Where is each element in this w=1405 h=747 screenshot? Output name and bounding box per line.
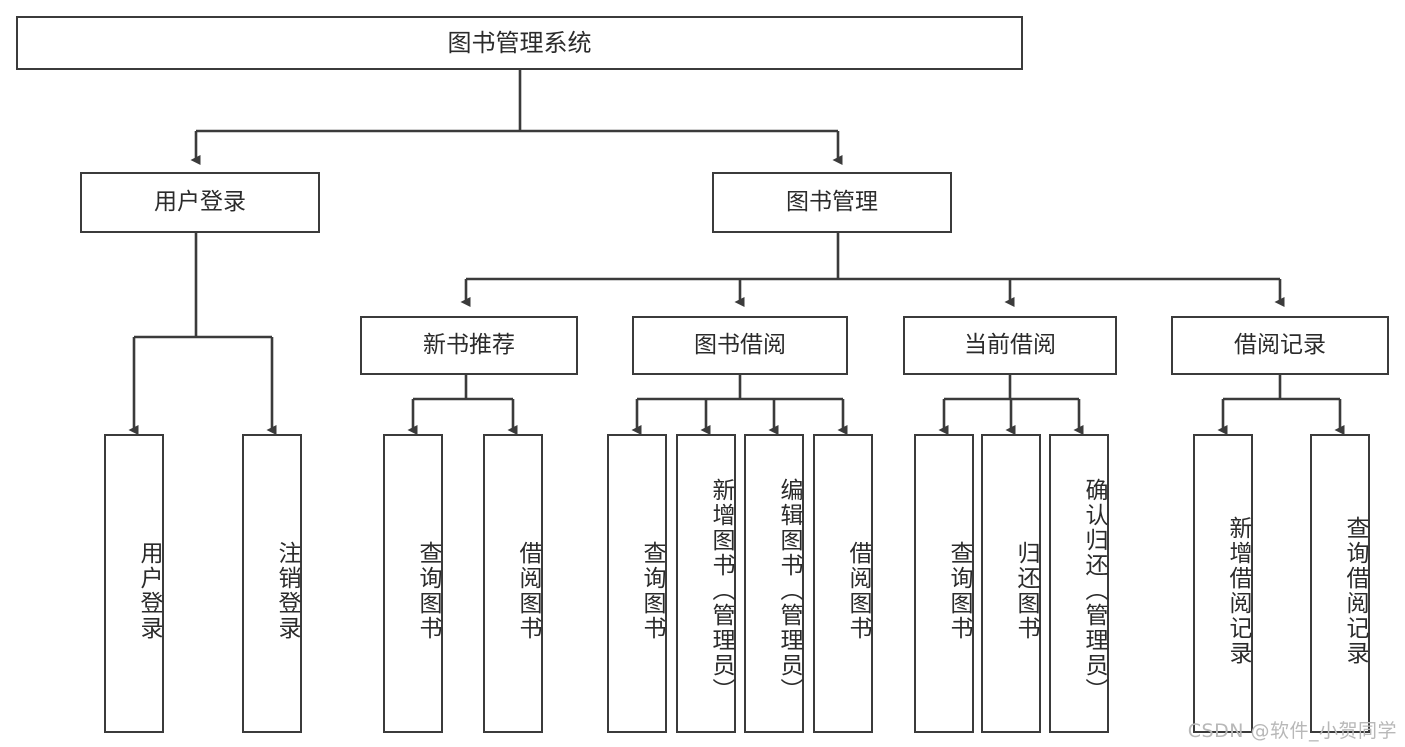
node-label: 用户登录 bbox=[154, 188, 246, 215]
node-label: 借阅记录 bbox=[1234, 331, 1326, 358]
node-current-borrow[interactable]: 当前借阅 bbox=[903, 316, 1117, 375]
leaf-add-borrow-record[interactable]: 新增借阅记录 bbox=[1193, 434, 1253, 733]
node-label: 新增借阅记录 bbox=[1225, 515, 1251, 666]
node-label: 当前借阅 bbox=[964, 331, 1056, 358]
leaf-add-book-admin[interactable]: 新增图书（管理员） bbox=[676, 434, 736, 733]
node-root-book-management-system[interactable]: 图书管理系统 bbox=[16, 16, 1023, 70]
node-user-login[interactable]: 用户登录 bbox=[80, 172, 320, 233]
node-label: 注销登录 bbox=[274, 540, 300, 641]
leaf-borrow-book[interactable]: 借阅图书 bbox=[813, 434, 873, 733]
leaf-confirm-return-admin[interactable]: 确认归还（管理员） bbox=[1049, 434, 1109, 733]
node-label: 归还图书 bbox=[1013, 540, 1039, 641]
node-label: 图书借阅 bbox=[694, 331, 786, 358]
leaf-user-logout[interactable]: 注销登录 bbox=[242, 434, 302, 733]
leaf-query-book-new-recommend[interactable]: 查询图书 bbox=[383, 434, 443, 733]
node-label: 查询图书 bbox=[639, 540, 665, 641]
node-label: 查询图书 bbox=[415, 540, 441, 641]
watermark: CSDN @软件_小贺同学 bbox=[1187, 720, 1397, 742]
leaf-return-book[interactable]: 归还图书 bbox=[981, 434, 1041, 733]
node-label: 新增图书（管理员） bbox=[708, 478, 734, 703]
leaf-user-login[interactable]: 用户登录 bbox=[104, 434, 164, 733]
node-label: 图书管理 bbox=[786, 188, 878, 215]
node-label: 新书推荐 bbox=[423, 331, 515, 358]
node-label: 图书管理系统 bbox=[447, 28, 592, 57]
node-borrow-record[interactable]: 借阅记录 bbox=[1171, 316, 1389, 375]
node-label: 确认归还（管理员） bbox=[1081, 478, 1107, 703]
node-label: 编辑图书（管理员） bbox=[776, 478, 802, 703]
node-label: 借阅图书 bbox=[845, 540, 871, 641]
node-book-borrow[interactable]: 图书借阅 bbox=[632, 316, 848, 375]
node-label: 查询图书 bbox=[946, 540, 972, 641]
node-label: 查询借阅记录 bbox=[1342, 515, 1368, 666]
leaf-query-book-current[interactable]: 查询图书 bbox=[914, 434, 974, 733]
node-book-management[interactable]: 图书管理 bbox=[712, 172, 952, 233]
node-label: 借阅图书 bbox=[515, 540, 541, 641]
node-new-book-recommend[interactable]: 新书推荐 bbox=[360, 316, 578, 375]
leaf-borrow-book-new-recommend[interactable]: 借阅图书 bbox=[483, 434, 543, 733]
leaf-query-book-borrow[interactable]: 查询图书 bbox=[607, 434, 667, 733]
leaf-edit-book-admin[interactable]: 编辑图书（管理员） bbox=[744, 434, 804, 733]
node-label: 用户登录 bbox=[136, 540, 162, 641]
leaf-query-borrow-record[interactable]: 查询借阅记录 bbox=[1310, 434, 1370, 733]
